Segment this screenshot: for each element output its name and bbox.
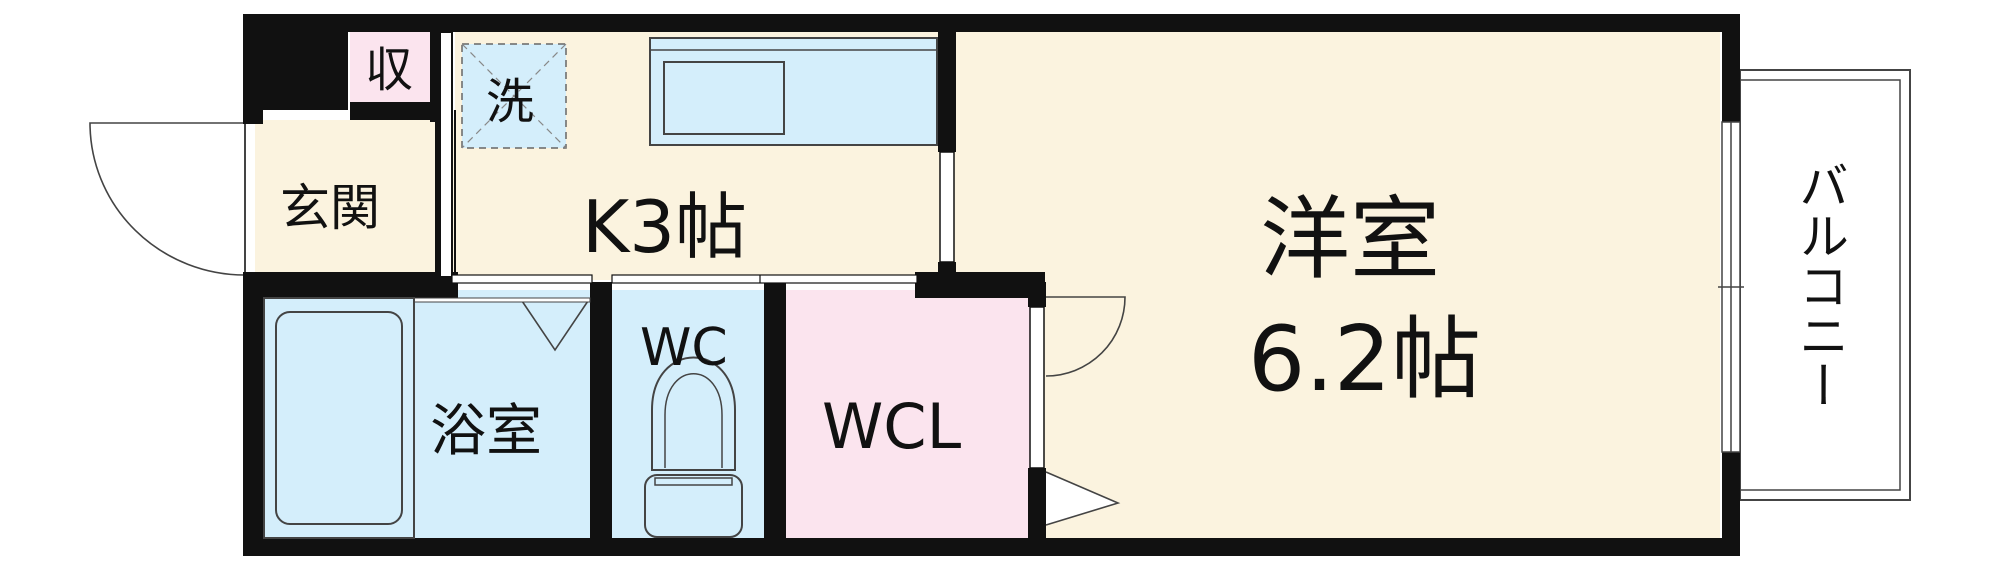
closet-door-swing [1045,296,1126,377]
entrance-door-swing [89,122,246,276]
balcony-area [1739,69,1911,501]
entrance-label: 玄関 [280,179,380,237]
balcony-label: バルコニー [1791,160,1849,410]
kitchen-label: K3帖 [582,185,747,269]
western-room-name-label: 洋室 [1260,187,1440,292]
bathtub [263,297,415,539]
storage-label: 収 [365,42,413,98]
closet-folding-door [1045,471,1121,526]
bathroom-door-marker [519,297,591,352]
storage-floor [350,30,440,102]
kitchen-counter [649,37,938,146]
western-room-floor [955,30,1720,550]
closet-label: WCL [822,390,962,463]
western-room-size-label: 6.2帖 [1248,307,1481,412]
toilet-fixture [644,356,743,538]
entrance-floor [255,120,455,280]
closet-floor [775,290,1030,545]
bathroom-label: 浴室 [430,399,542,464]
toilet-label: WC [640,318,728,378]
washer-label: 洗 [486,74,534,130]
